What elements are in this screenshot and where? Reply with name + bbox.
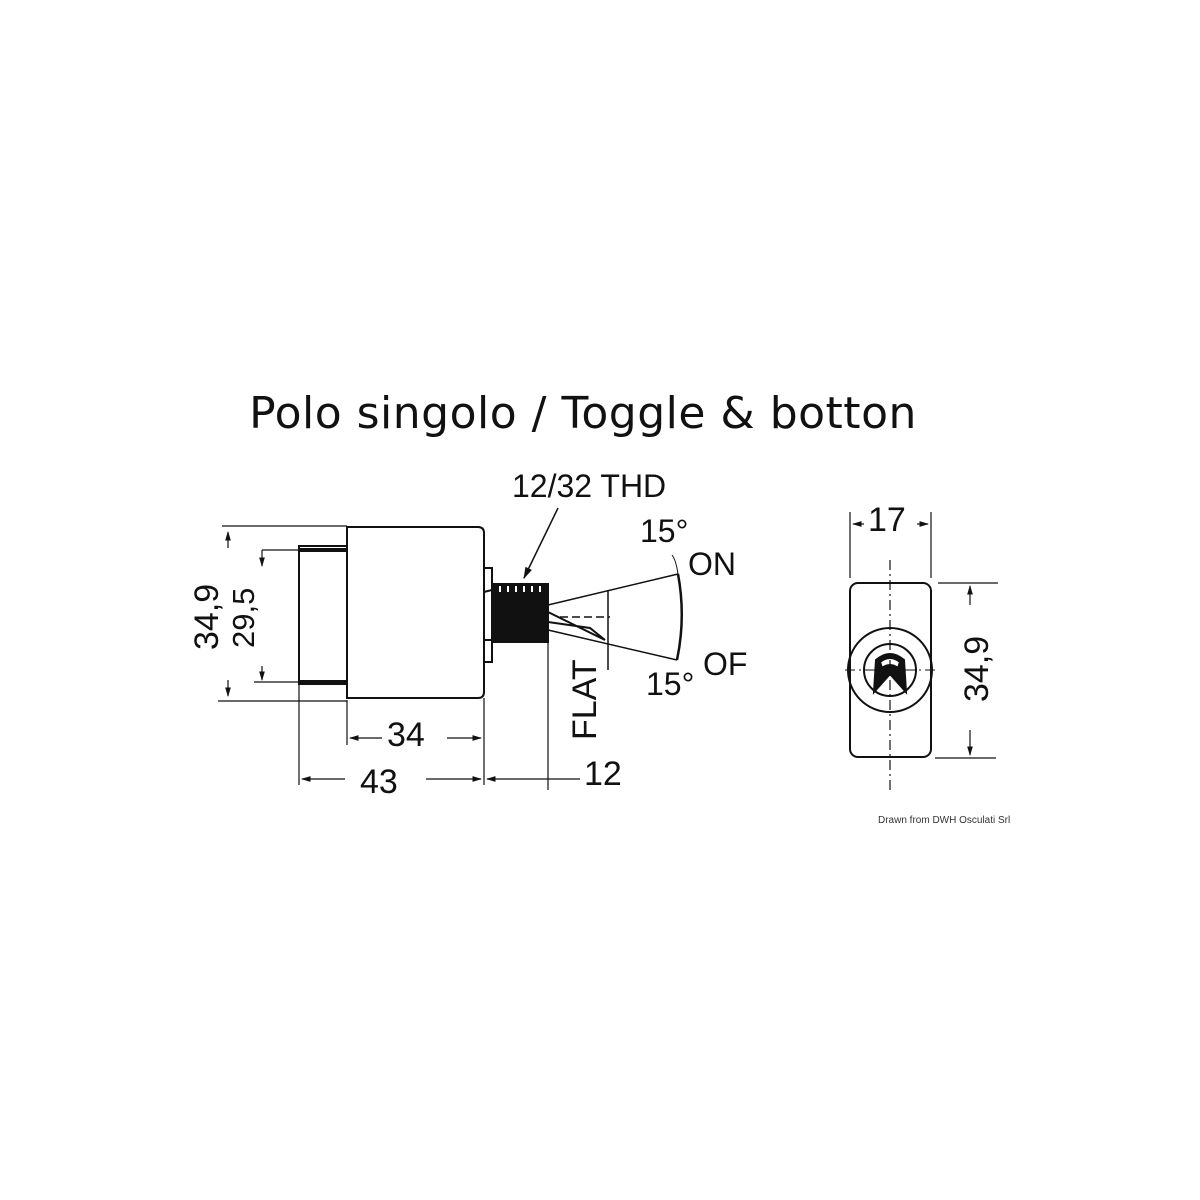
front-view-shape <box>845 512 998 790</box>
off-label: OF <box>703 646 748 682</box>
diagram-title: Polo singolo / Toggle & botton <box>249 388 917 439</box>
angle-off-label: 15° <box>646 666 695 702</box>
dim-inner-height: 29,5 <box>226 587 261 648</box>
flat-label: FLAT <box>566 659 604 740</box>
rear-cap-shape <box>298 545 348 685</box>
dim-body-length: 34 <box>387 716 425 754</box>
threaded-bushing-shape <box>491 583 549 643</box>
switch-body-shape <box>346 526 485 699</box>
dim-toggle-length: 12 <box>584 755 622 793</box>
dim-overall-height-side: 34,9 <box>188 583 226 650</box>
dim-front-height: 34,9 <box>958 635 996 702</box>
credit-text: Drawn from DWH Osculati Srl <box>878 815 1011 826</box>
on-label: ON <box>688 546 736 582</box>
angle-on-label: 15° <box>640 513 689 549</box>
dim-total-length: 43 <box>360 763 398 801</box>
dim-front-width: 17 <box>868 501 906 539</box>
toggle-sweep-shape <box>547 554 683 670</box>
thread-label: 12/32 THD <box>512 468 667 504</box>
